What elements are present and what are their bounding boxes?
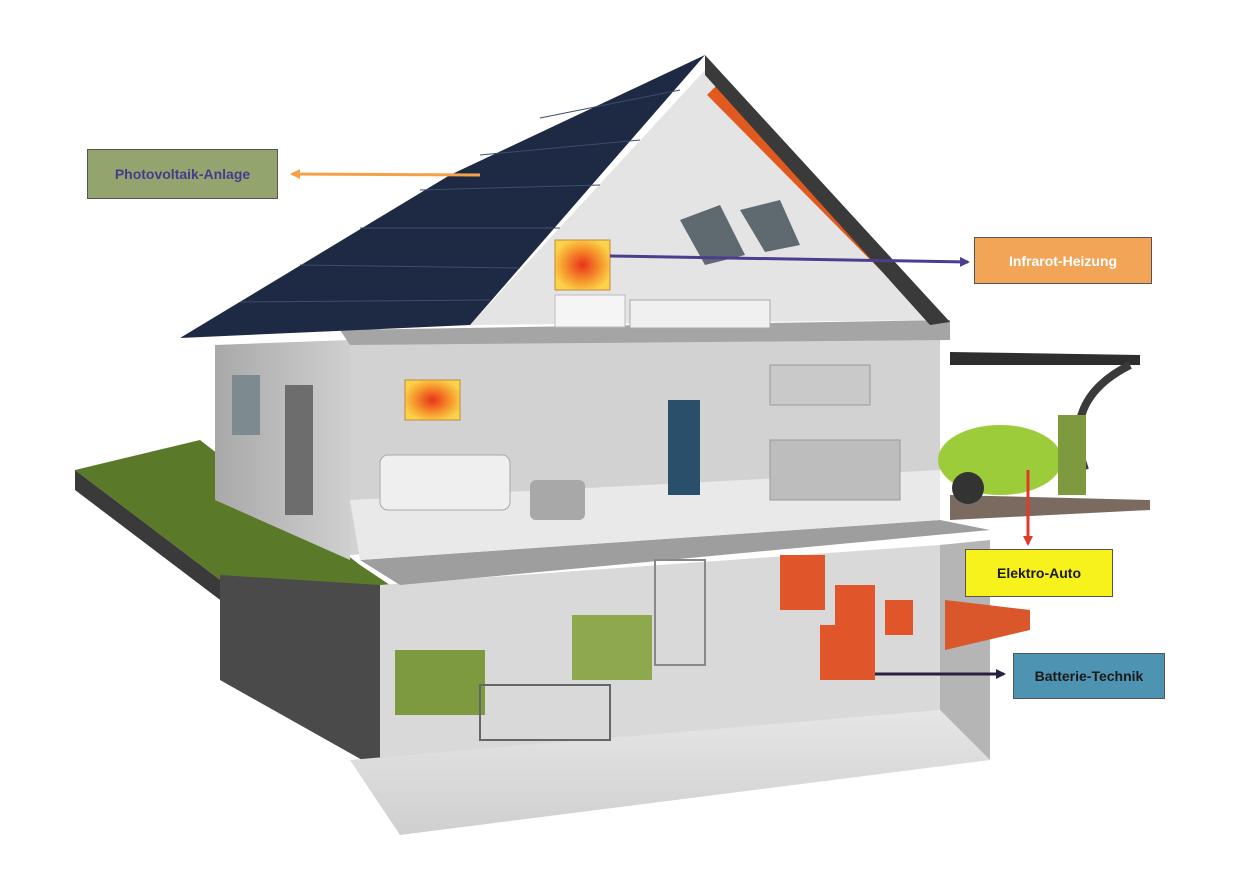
- label-photovoltaik: Photovoltaik-Anlage: [87, 149, 278, 199]
- arrow-photovoltaik: [290, 169, 481, 180]
- label-elektro-auto: Elektro-Auto: [965, 549, 1113, 597]
- wall-boiler: [885, 600, 913, 635]
- window-left: [232, 375, 260, 435]
- shelf: [654, 559, 706, 666]
- door: [285, 385, 313, 515]
- panel-grid: [239, 299, 491, 303]
- drying-rack: [479, 684, 611, 741]
- lawn: [75, 440, 390, 595]
- washing-machine: [395, 650, 440, 715]
- exterior-pipe: [945, 600, 1030, 650]
- arrow-infrarot: [609, 254, 970, 267]
- lawn-edge: [75, 470, 240, 615]
- panel-grid: [299, 264, 521, 269]
- carport-roof: [950, 352, 1140, 365]
- label-infrarot-heizung: Infrarot-Heizung: [974, 237, 1152, 284]
- armchair: [530, 480, 585, 520]
- panel-grid: [479, 139, 641, 156]
- charging-station: [1058, 415, 1086, 495]
- dresser: [554, 294, 626, 328]
- panel-grid: [539, 89, 681, 119]
- sofa: [379, 454, 511, 511]
- basement-wall: [220, 575, 380, 770]
- solar-roof: [180, 55, 705, 338]
- skylight-2: [740, 200, 800, 252]
- carport-floor: [950, 495, 1150, 520]
- heat-pump-unit: [820, 625, 875, 680]
- infrared-heater-ground: [404, 379, 461, 421]
- kitchen-counter: [769, 439, 901, 501]
- car-wheel: [952, 472, 984, 504]
- basement-floor: [350, 710, 990, 835]
- ground-floor-slab: [360, 520, 990, 585]
- panel-grid: [419, 184, 601, 191]
- upper-floor-slab: [340, 320, 950, 345]
- carport-arch: [1074, 361, 1132, 472]
- freezer-chest: [572, 615, 652, 680]
- dryer: [440, 650, 485, 715]
- label-batterie-technik: Batterie-Technik: [1013, 653, 1165, 699]
- aquarium-tv: [668, 400, 700, 495]
- infrared-heater-attic: [554, 239, 611, 291]
- bed: [629, 299, 771, 329]
- skylight-1: [680, 205, 745, 265]
- roof-right-edge: [705, 55, 950, 325]
- distribution-box: [780, 555, 825, 610]
- kitchen-cabinets-upper: [769, 364, 871, 406]
